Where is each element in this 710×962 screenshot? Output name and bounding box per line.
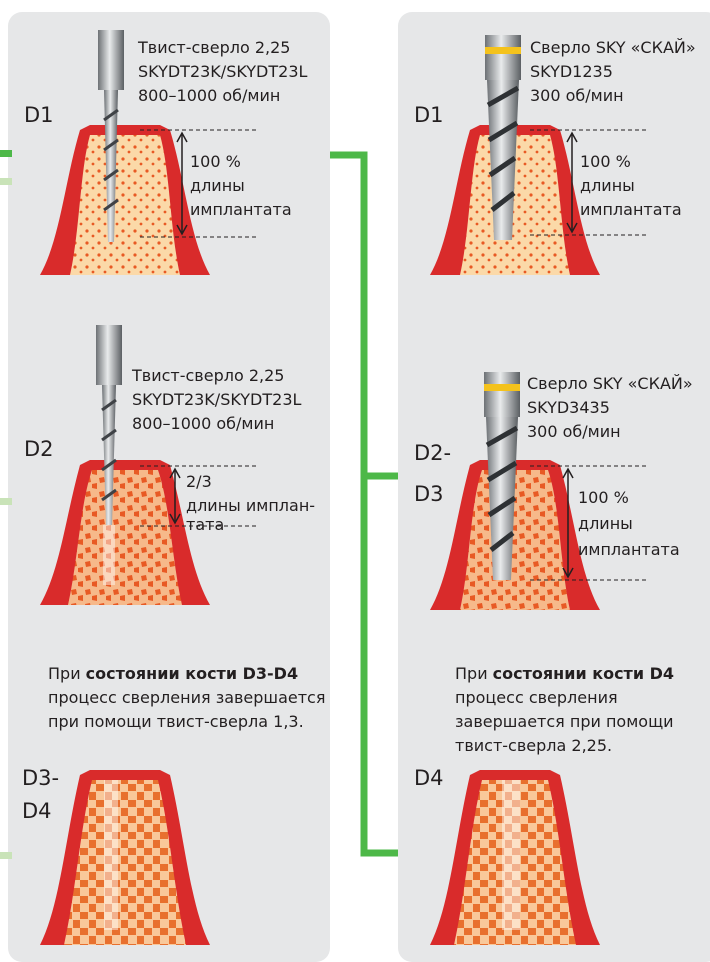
right-d23-speed: 300 об/мин bbox=[527, 420, 621, 444]
right-d4-illustration bbox=[430, 770, 600, 945]
right-d1-depth-percent: 100 % bbox=[580, 150, 631, 174]
left-d34-desc-bold: состоянии кости D3-D4 bbox=[86, 664, 298, 683]
left-d1-drill-name: Твист-сверло 2,25 bbox=[138, 36, 290, 60]
right-d1-speed: 300 об/мин bbox=[530, 84, 624, 108]
right-d23-drill-code: SKYD3435 bbox=[527, 396, 610, 420]
right-d1-depth-label: длины bbox=[580, 174, 635, 198]
left-connector-top bbox=[0, 150, 12, 157]
left-d1-level: D1 bbox=[24, 99, 54, 131]
left-d34-desc-end: процесс сверления завершается при помощи… bbox=[48, 688, 325, 731]
right-d23-depth-percent: 100 % bbox=[578, 486, 629, 510]
left-d2-speed: 800–1000 об/мин bbox=[132, 412, 274, 436]
left-d2-depth-unit: тата bbox=[186, 515, 224, 535]
left-connector-bottom bbox=[0, 852, 12, 859]
left-connector-top-light bbox=[0, 178, 12, 185]
right-d23-level-top: D2- bbox=[414, 437, 451, 469]
left-d2-level: D2 bbox=[24, 433, 54, 465]
left-d1-depth-unit: имплантата bbox=[190, 198, 292, 222]
left-connector-mid bbox=[0, 498, 12, 505]
right-d1-level: D1 bbox=[414, 99, 444, 131]
right-d4-description: При состоянии кости D4 процесс сверления… bbox=[455, 662, 700, 758]
left-d2-depth-fraction: 2/3 bbox=[186, 470, 212, 494]
right-d1-drill-name: Сверло SKY «СКАЙ» bbox=[530, 36, 696, 60]
left-d34-level-top: D3- bbox=[22, 762, 59, 794]
right-d23-drill-name: Сверло SKY «СКАЙ» bbox=[527, 372, 693, 396]
left-d2-drill-code: SKYDT23K/SKYDT23L bbox=[132, 388, 301, 412]
right-d1-drill-code: SKYD1235 bbox=[530, 60, 613, 84]
right-d4-desc-start: При bbox=[455, 664, 493, 683]
left-d1-depth-percent: 100 % bbox=[190, 150, 241, 174]
left-d1-drill-code: SKYDT23K/SKYDT23L bbox=[138, 60, 307, 84]
left-d1-speed: 800–1000 об/мин bbox=[138, 84, 280, 108]
left-d34-desc-start: При bbox=[48, 664, 86, 683]
left-d1-depth-label: длины bbox=[190, 174, 245, 198]
left-d34-level-bottom: D4 bbox=[22, 795, 52, 827]
right-d4-desc-end: процесс сверления завершается при помощи… bbox=[455, 688, 674, 755]
right-d4-level: D4 bbox=[414, 762, 444, 794]
right-d23-depth-label: длины bbox=[578, 512, 633, 536]
left-d34-illustration bbox=[40, 770, 210, 945]
bracket-connector bbox=[330, 155, 398, 853]
right-d4-desc-bold: состоянии кости D4 bbox=[493, 664, 674, 683]
right-d23-level-bottom: D3 bbox=[414, 478, 444, 510]
left-d34-description: При состоянии кости D3-D4 процесс сверле… bbox=[48, 662, 333, 734]
right-d23-depth-unit: имплантата bbox=[578, 538, 680, 562]
right-d1-depth-unit: имплантата bbox=[580, 198, 682, 222]
left-d2-drill-name: Твист-сверло 2,25 bbox=[132, 364, 284, 388]
